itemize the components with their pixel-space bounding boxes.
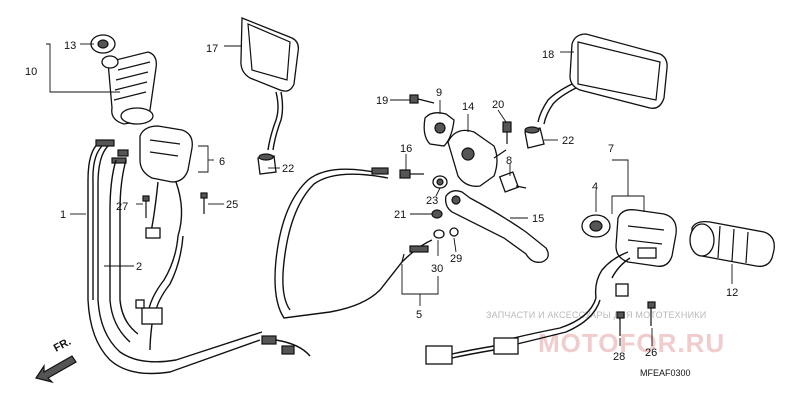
watermark-text: ЗАПЧАСТИ И АКСЕССУАРЫ ДЛЯ МОТОТЕХНИКИ (486, 310, 706, 320)
callout-2: 2 (136, 261, 142, 273)
mirror-adapter-right (524, 126, 545, 149)
callout-4: 4 (592, 181, 598, 193)
callout-20: 20 (492, 99, 504, 111)
callout-9: 9 (436, 87, 442, 99)
callout-16: 16 (400, 143, 412, 155)
pivot-bolt-21 (431, 209, 443, 219)
throttle-cables (87, 139, 311, 375)
callout-21: 21 (394, 209, 406, 221)
washer-29 (449, 227, 459, 237)
callout-17: 17 (206, 43, 218, 55)
bolt-19 (409, 94, 435, 104)
callout-30: 30 (431, 263, 443, 275)
callout-19: 19 (376, 95, 388, 107)
switch-ring-4 (581, 214, 611, 238)
callout-10: 10 (25, 66, 37, 78)
leader-lines (46, 43, 733, 346)
callout-6: 6 (219, 156, 225, 168)
screw-27 (142, 195, 150, 218)
clutch-lever (444, 190, 549, 263)
callout-labels: 13 10 17 18 6 22 19 9 14 20 16 8 22 7 4 … (25, 40, 738, 363)
callout-25: 25 (226, 199, 238, 211)
screw-26 (647, 301, 656, 326)
right-grip (689, 220, 775, 267)
callout-18: 18 (542, 49, 554, 61)
callout-26: 26 (645, 347, 657, 359)
callout-15: 15 (532, 213, 544, 225)
right-switch-wiring (425, 297, 601, 365)
callout-13: 13 (64, 40, 76, 52)
cable-end-30 (433, 229, 445, 239)
grip-end-weight (90, 34, 116, 54)
callout-23: 23 (426, 195, 438, 207)
right-mirror (537, 33, 668, 125)
callout-14: 14 (462, 101, 474, 113)
front-marker: FR. (52, 336, 73, 355)
screw-28 (616, 311, 625, 336)
diagram-code: MFEAF0300 (640, 368, 691, 378)
front-direction-arrow: FR. (35, 336, 77, 384)
callout-22-right: 22 (562, 135, 574, 147)
left-grip (101, 51, 157, 125)
lever-holder-clamp (423, 112, 455, 147)
left-handlebar-switch (117, 125, 193, 351)
callout-22-left: 22 (282, 163, 294, 175)
left-mirror (240, 17, 300, 151)
callout-12: 12 (726, 287, 738, 299)
callout-7: 7 (608, 143, 614, 155)
callout-28: 28 (613, 351, 625, 363)
screw-20 (502, 121, 512, 144)
callout-1: 1 (60, 209, 66, 221)
callout-5: 5 (416, 309, 422, 321)
clutch-cable (274, 167, 433, 319)
screw-25 (200, 192, 208, 214)
bolt-16 (399, 169, 424, 179)
clutch-switch (498, 171, 527, 193)
callout-8: 8 (506, 155, 512, 167)
watermark-logo: MOTOFOR.RU ЗАПЧАСТИ И АКСЕССУАРЫ ДЛЯ МОТ… (486, 310, 725, 358)
mirror-adapter-left (257, 153, 277, 175)
right-handlebar-switch (594, 209, 677, 299)
callout-29: 29 (450, 253, 462, 265)
watermark-brand: MOTOFOR.RU (538, 328, 725, 358)
callout-27: 27 (116, 201, 128, 213)
clutch-lever-bracket (447, 129, 507, 187)
nut-23 (432, 175, 448, 189)
